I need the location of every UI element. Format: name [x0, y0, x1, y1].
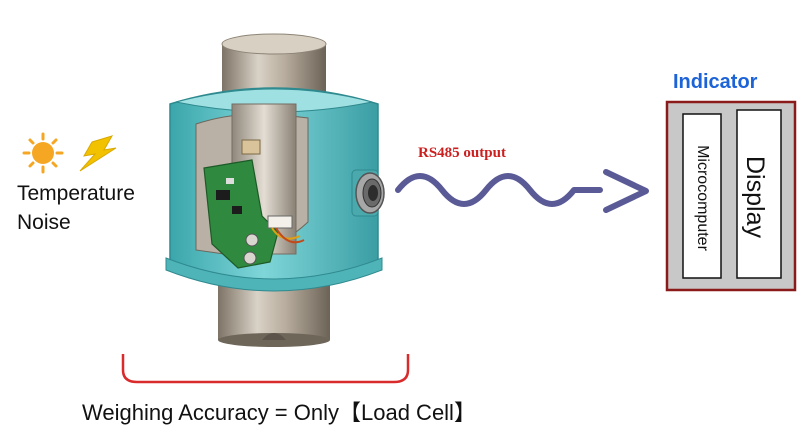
microcomputer-label: Microcomputer — [694, 145, 711, 251]
display-label: Display — [741, 156, 769, 238]
signal-wave-arrow — [395, 169, 649, 213]
rs485-output-label: RS485 output — [418, 145, 506, 161]
load-cell — [165, 33, 385, 347]
weighing-accuracy-label: Weighing Accuracy = Only【Load Cell】 — [82, 400, 476, 425]
accuracy-bracket — [121, 354, 410, 384]
sun-icon — [22, 132, 64, 174]
indicator-title: Indicator — [673, 71, 758, 93]
lightning-icon — [79, 135, 117, 172]
temperature-label: Temperature — [17, 182, 135, 205]
noise-label: Noise — [17, 211, 71, 234]
indicator-box — [665, 100, 797, 292]
